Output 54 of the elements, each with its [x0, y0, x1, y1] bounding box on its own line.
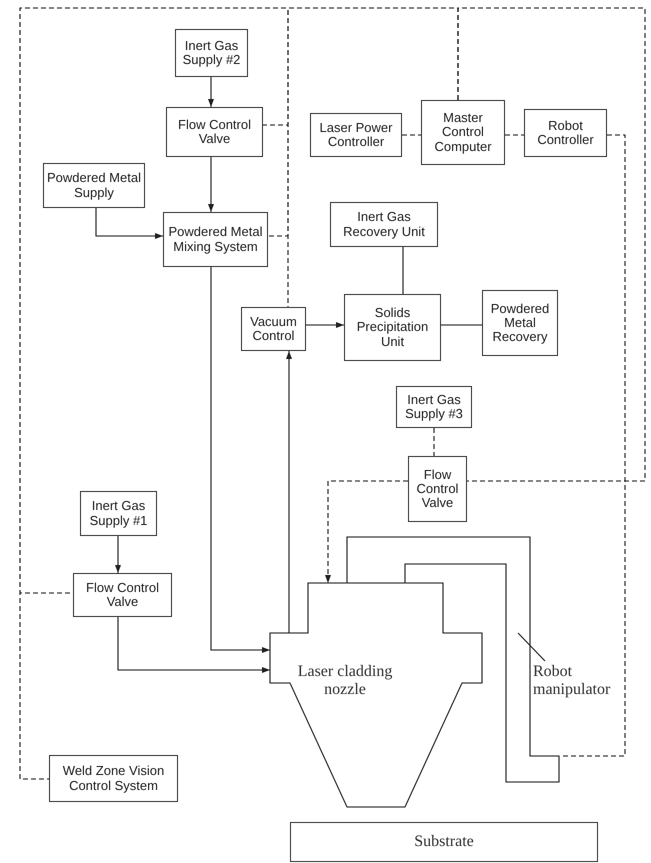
process-box: [49, 755, 178, 802]
flow-arrow: [208, 157, 214, 212]
box-label: Flow Control Valve: [85, 580, 160, 610]
box-label: Substrate: [414, 833, 474, 851]
control-line: [19, 7, 459, 780]
control-line: [402, 134, 421, 136]
box-label: Flow Control Valve: [416, 468, 460, 510]
process-box: [175, 29, 248, 77]
process-box: [310, 113, 402, 157]
box-label: Solids Precipitation Unit: [356, 306, 430, 349]
connector-line: [402, 247, 404, 294]
process-box: [396, 386, 472, 428]
flow-arrow: [325, 480, 408, 583]
control-line: [560, 134, 626, 757]
control-line: [433, 428, 435, 456]
box-label: Vacuum Control: [249, 314, 298, 344]
flow-arrow: [210, 267, 270, 653]
box-label: Laser cladding nozzle: [296, 663, 394, 700]
box-label: Powdered Metal Mixing System: [168, 225, 264, 254]
callout-label: Robot manipulator: [533, 663, 612, 699]
process-box: [43, 163, 145, 208]
flow-arrow: [286, 351, 292, 633]
connector-line: [441, 324, 482, 326]
box-label: Master Control Computer: [433, 111, 493, 154]
flow-arrow: [208, 77, 214, 107]
box-label: Powdered Metal Recovery: [490, 302, 550, 344]
box-label: Inert Gas Recovery Unit: [342, 210, 426, 239]
box-label: Weld Zone Vision Control System: [62, 764, 166, 793]
box-label: Flow Control Valve: [177, 118, 252, 146]
leader-line: [518, 632, 546, 662]
process-box: [241, 307, 306, 351]
flow-arrow: [115, 536, 121, 573]
control-line: [457, 7, 646, 482]
process-box: [482, 290, 558, 356]
box-label: Inert Gas Supply #3: [404, 392, 464, 422]
process-box: [421, 100, 505, 165]
process-box: [73, 573, 172, 617]
process-box: [166, 107, 263, 157]
process-box: [524, 109, 607, 157]
substrate-block: [290, 822, 598, 862]
flow-arrow: [306, 322, 344, 328]
box-label: Inert Gas Supply #1: [88, 499, 148, 528]
flow-arrow: [95, 208, 163, 239]
process-box: [344, 294, 441, 361]
process-box: [80, 491, 157, 536]
flow-arrow: [117, 617, 270, 673]
process-box: [408, 456, 467, 522]
process-box: [163, 212, 268, 267]
box-label: Robot Controller: [536, 118, 595, 148]
box-label: Laser Power Controller: [318, 120, 394, 150]
box-label: Powdered Metal Supply: [46, 171, 142, 200]
control-line: [505, 134, 524, 136]
process-box: [330, 202, 438, 247]
box-label: Inert Gas Supply #2: [182, 38, 242, 68]
